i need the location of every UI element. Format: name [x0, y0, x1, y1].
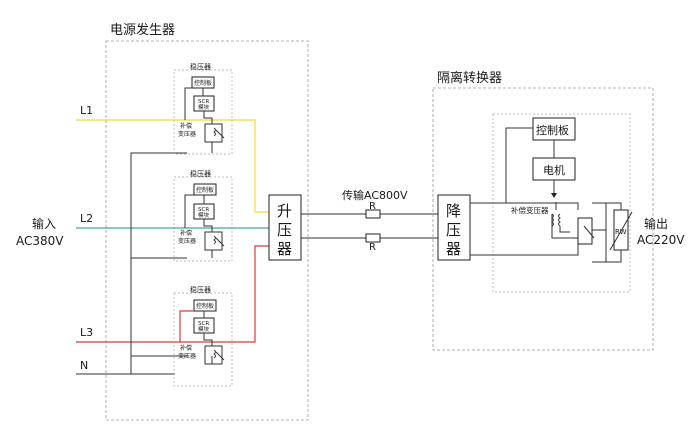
- reducer-char-3: 器: [446, 240, 461, 258]
- resistor-bottom: [365, 233, 381, 243]
- motor-label: 电机: [543, 163, 565, 177]
- l1-label: L1: [80, 104, 93, 117]
- control-board: [193, 299, 217, 312]
- booster-char-1: 升: [277, 202, 292, 220]
- reducer-char-2: 压: [446, 221, 461, 239]
- generator-title: 电源发生器: [110, 22, 175, 38]
- comp-label-1: 补偿: [180, 229, 192, 237]
- resistor-top: [365, 209, 381, 219]
- control-board: [193, 183, 217, 196]
- output-voltage-label: AC220V: [637, 233, 685, 247]
- resistor-top-label: R: [369, 201, 376, 212]
- input-label: 输入: [32, 216, 56, 231]
- output: 输出 AC220V: [637, 216, 685, 247]
- input-voltage-label: AC380V: [16, 234, 64, 248]
- booster: 升 压 器: [268, 194, 302, 261]
- n-label: N: [80, 359, 88, 372]
- l1-wire: [76, 119, 269, 213]
- transmission-label: 传输AC800V: [342, 188, 408, 202]
- regulator-l1: 稳压器 控制板 SCR 模块 补偿 变压器: [173, 62, 233, 155]
- scr-label: SCR: [198, 321, 209, 327]
- input-lines: L1 L2 L3 N 输入 AC380V: [16, 104, 269, 375]
- isolator-internals: 控制板 电机 补偿变压器 RW: [470, 117, 633, 263]
- comp-label-1: 补偿: [180, 122, 192, 130]
- reducer-char-1: 降: [446, 202, 461, 220]
- regulator-l2: 稳压器 控制板 SCR 模块 补偿 变压器: [173, 169, 233, 262]
- scr-label: SCR: [198, 99, 209, 105]
- booster-char-2: 压: [277, 221, 292, 239]
- comp-label-2: 变压器: [178, 352, 196, 360]
- iso-control-board-label: 控制板: [536, 123, 569, 137]
- control-board-label: 控制板: [196, 186, 214, 194]
- comp-label-1: 补偿: [180, 344, 192, 352]
- l2-label: L2: [80, 212, 93, 225]
- scr-sub-label: 模块: [198, 325, 210, 333]
- l3-wire: [76, 245, 269, 343]
- comp-label-2: 变压器: [178, 237, 196, 245]
- control-board-label: 控制板: [196, 302, 214, 310]
- power-generator: 电源发生器: [105, 22, 309, 421]
- output-label: 输出: [644, 216, 668, 231]
- rw-label: RW: [615, 228, 627, 236]
- transmission: 传输AC800V R R: [301, 188, 438, 253]
- regulator-title: 稳压器: [190, 62, 211, 71]
- l3-label: L3: [80, 326, 93, 339]
- comp-label-2: 变压器: [178, 130, 196, 138]
- regulator-l3: 稳压器 控制板 SCR 模块 补偿 变压器: [173, 285, 233, 387]
- isolator-title: 隔离转换器: [437, 70, 502, 86]
- reducer: 降 压 器: [437, 194, 471, 261]
- regulator-title: 稳压器: [190, 169, 211, 178]
- resistor-bottom-label: R: [369, 242, 376, 253]
- comp-transformer-label: 补偿变压器: [511, 205, 549, 215]
- scr-label: SCR: [198, 207, 209, 213]
- scr-sub-label: 模块: [198, 211, 210, 219]
- scr-sub-label: 模块: [198, 103, 210, 111]
- regulator-title: 稳压器: [190, 285, 211, 294]
- booster-char-3: 器: [277, 240, 292, 258]
- neutral-bus: [130, 152, 187, 374]
- control-board-label: 控制板: [194, 79, 212, 87]
